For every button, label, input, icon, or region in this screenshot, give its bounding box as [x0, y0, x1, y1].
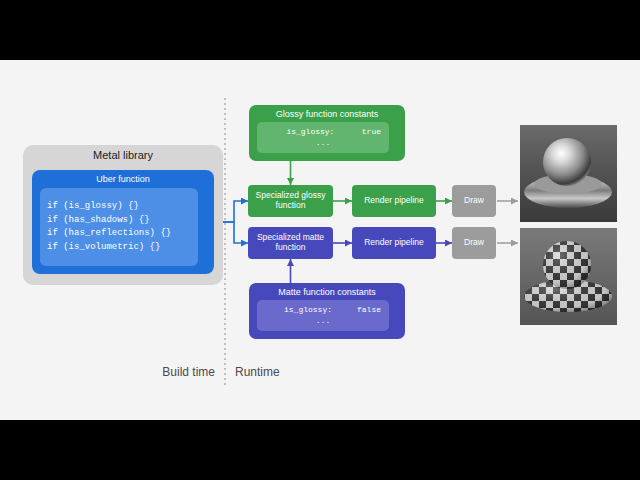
- time-divider: [225, 98, 226, 388]
- panel-heading: Matte function constants: [249, 287, 405, 297]
- code-line: if (has_reflections) {}: [47, 227, 171, 241]
- flow-arrow: [333, 200, 352, 202]
- constants-values: is_glossy: true...: [257, 122, 389, 153]
- glossy-render-image: [520, 125, 617, 222]
- process-box: Draw: [452, 185, 496, 217]
- box-label: Specialized matte function: [252, 233, 329, 253]
- ellipsis: ...: [265, 138, 381, 148]
- flow-arrow: [333, 242, 352, 244]
- flow-arrow: [436, 242, 452, 244]
- box-label: Render pipeline: [364, 238, 424, 248]
- box-label: Render pipeline: [364, 196, 424, 206]
- constants-values: is_glossy: false...: [257, 300, 389, 331]
- box-label: Draw: [464, 238, 484, 248]
- code-line: if (is_glossy) {}: [47, 200, 139, 214]
- constants-panel: Matte function constants is_glossy: false.…: [249, 283, 405, 339]
- library-panel: Metal libraryUber function if (is_glossy)…: [23, 145, 223, 285]
- matte-render-image: [520, 228, 617, 325]
- box-label: Specialized glossy function: [252, 191, 329, 211]
- constant-value: false: [357, 305, 381, 315]
- box-label: Draw: [464, 196, 484, 206]
- code-line: if (has_shadows) {}: [47, 214, 150, 228]
- constant-name: is_glossy:: [265, 127, 356, 137]
- phase-label: Runtime: [235, 365, 280, 379]
- flow-arrow: [436, 200, 452, 202]
- output-arrow: [497, 242, 518, 244]
- code-line: if (is_volumetric) {}: [47, 241, 160, 255]
- process-box: Specialized glossy function: [248, 185, 333, 217]
- flow-arrow: [290, 161, 292, 185]
- panel-heading: Glossy function constants: [249, 109, 405, 119]
- function-panel: Uber function if (is_glossy) {}if (has_sh…: [32, 170, 214, 274]
- constant-value: true: [362, 127, 381, 137]
- constant-name: is_glossy:: [265, 305, 351, 315]
- process-box: Specialized matte function: [248, 227, 333, 259]
- constants-panel: Glossy function constants is_glossy: true.…: [249, 105, 405, 161]
- code-block: if (is_glossy) {}if (has_shadows) {}if (…: [40, 188, 198, 266]
- process-box: Render pipeline: [352, 185, 436, 217]
- panel-heading: Metal library: [23, 149, 223, 161]
- panel-heading: Uber function: [32, 174, 214, 184]
- output-arrow: [497, 200, 518, 202]
- process-box: Render pipeline: [352, 227, 436, 259]
- flow-arrow: [290, 259, 292, 283]
- ellipsis: ...: [265, 316, 381, 326]
- phase-label: Build time: [162, 365, 215, 379]
- process-box: Draw: [452, 227, 496, 259]
